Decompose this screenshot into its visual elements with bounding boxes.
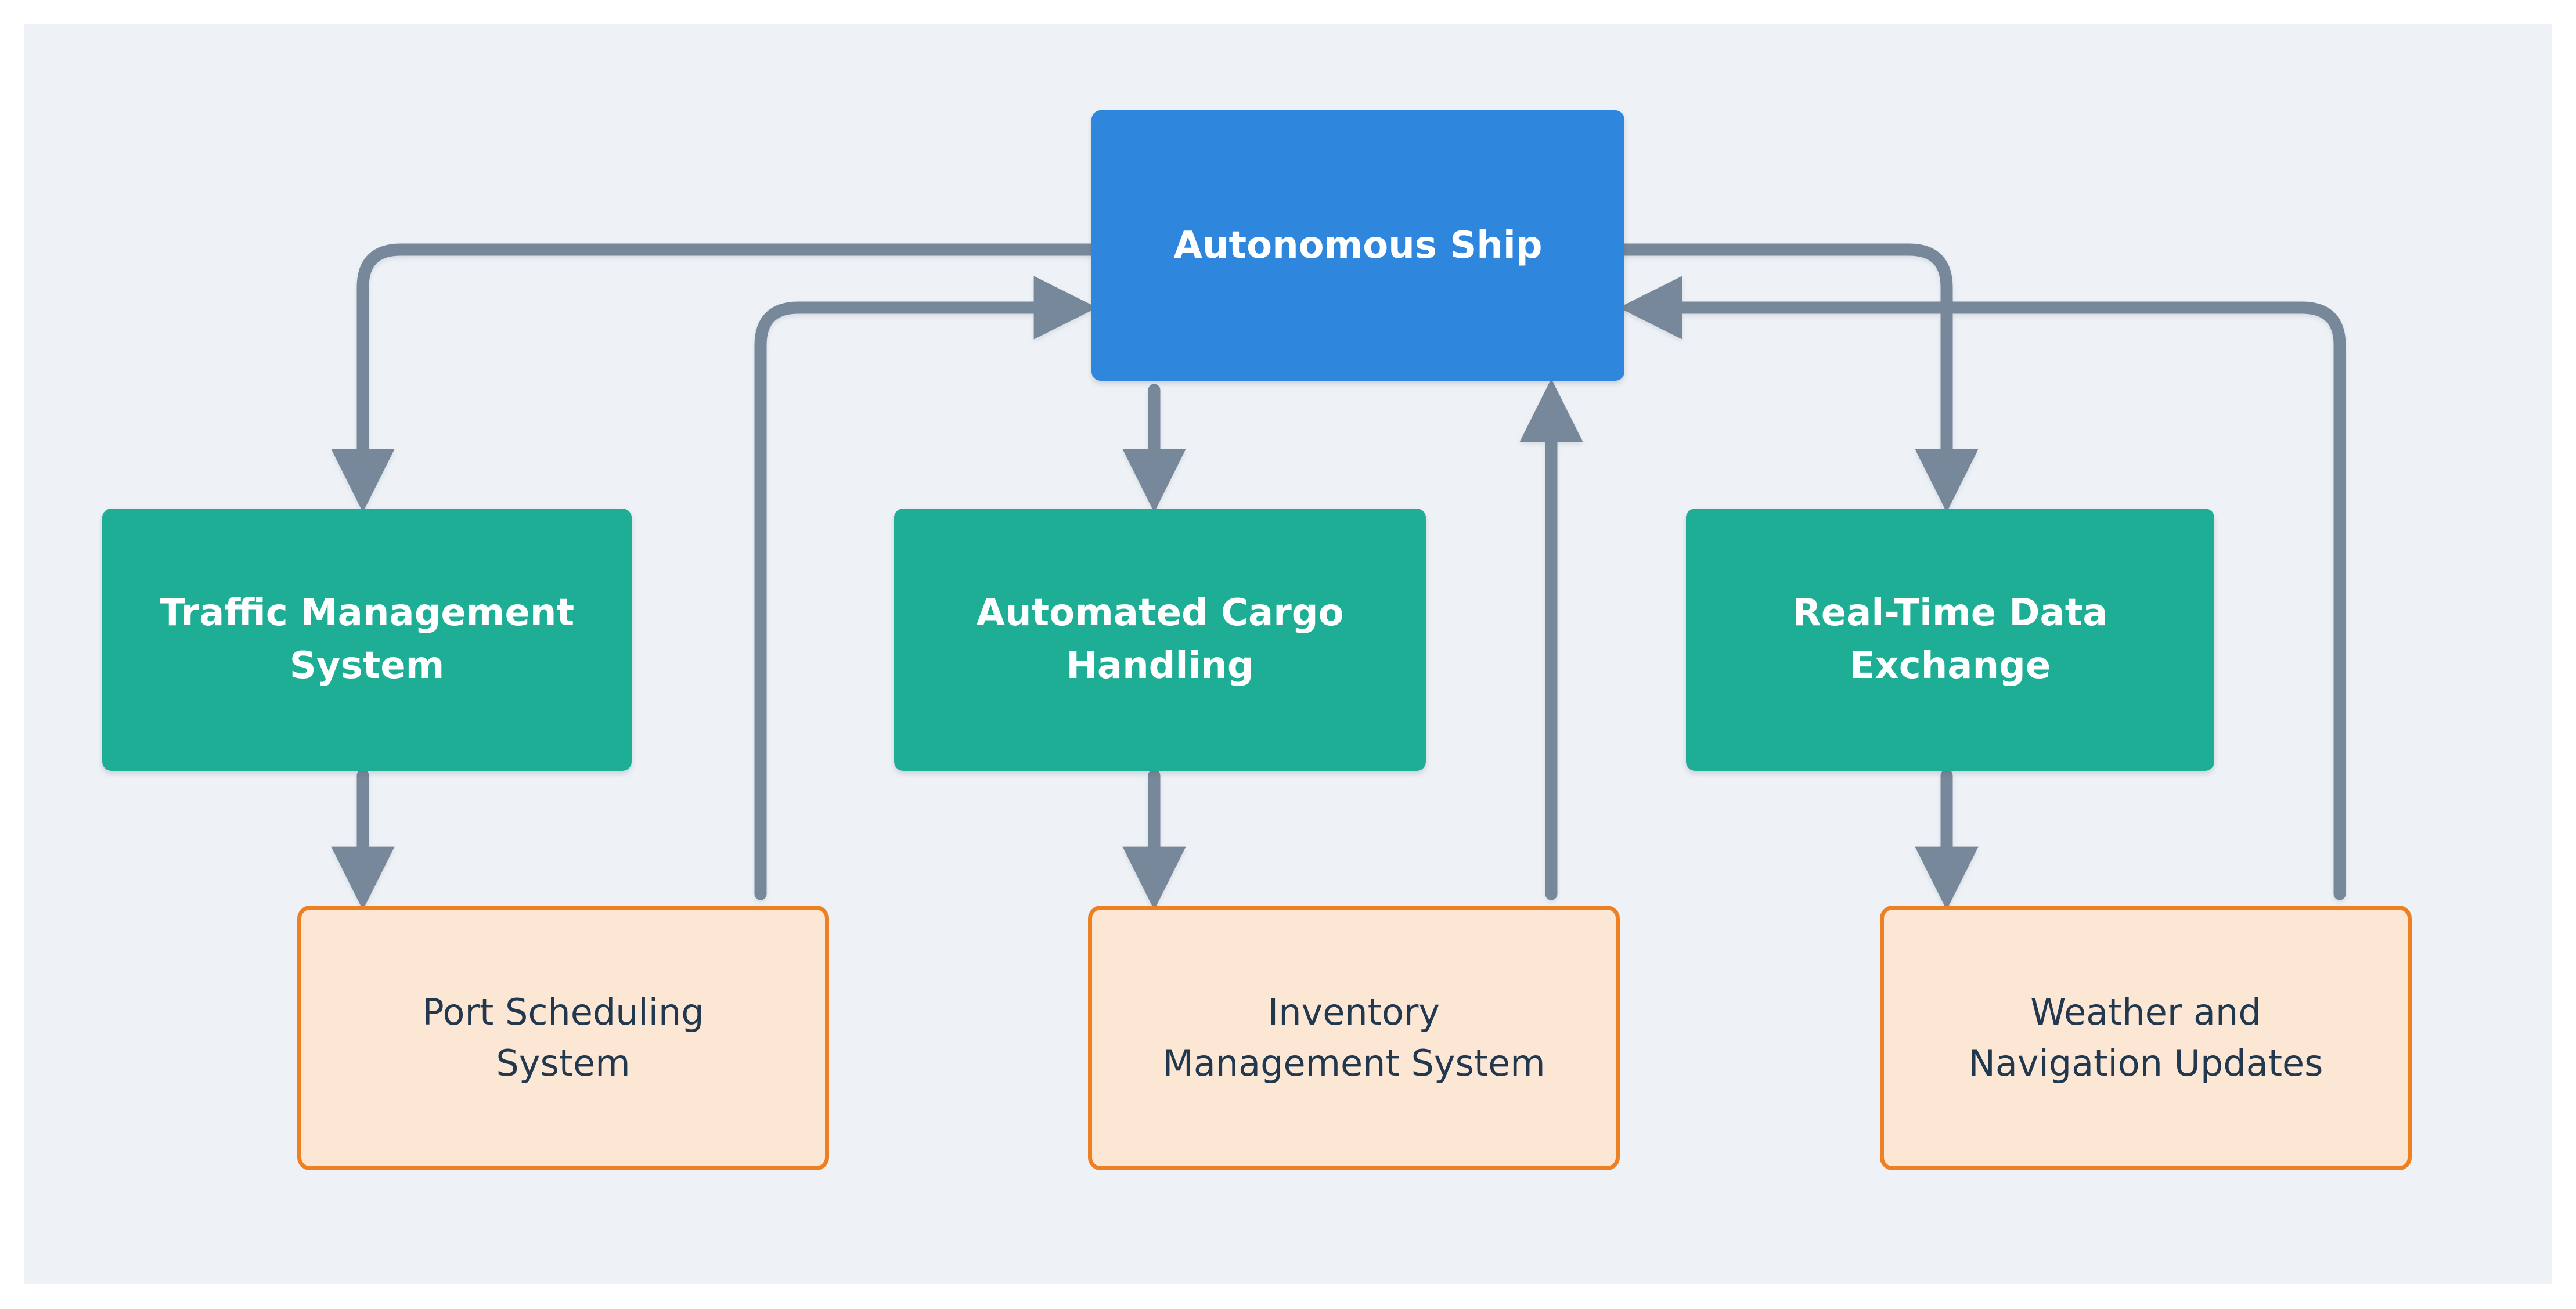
node-traffic-management-system-label: Traffic Management System bbox=[159, 592, 575, 687]
node-real-time-data-exchange[interactable]: Real-Time Data Exchange bbox=[1686, 509, 2214, 771]
node-inventory-management-system-label: Inventory Management System bbox=[1162, 990, 1545, 1084]
node-autonomous-ship-label: Autonomous Ship bbox=[1173, 223, 1543, 267]
node-port-scheduling-system-label: Port Scheduling System bbox=[422, 990, 704, 1084]
node-weather-and-navigation-updates[interactable]: Weather and Navigation Updates bbox=[1880, 906, 2412, 1170]
node-port-scheduling-system[interactable]: Port Scheduling System bbox=[297, 906, 829, 1170]
node-autonomous-ship[interactable]: Autonomous Ship bbox=[1091, 110, 1624, 381]
node-weather-and-navigation-updates-label: Weather and Navigation Updates bbox=[1968, 990, 2323, 1084]
node-real-time-data-exchange-label: Real-Time Data Exchange bbox=[1792, 592, 2108, 687]
node-inventory-management-system[interactable]: Inventory Management System bbox=[1088, 906, 1620, 1170]
node-automated-cargo-handling[interactable]: Automated Cargo Handling bbox=[894, 509, 1426, 771]
node-traffic-management-system[interactable]: Traffic Management System bbox=[102, 509, 632, 771]
node-automated-cargo-handling-label: Automated Cargo Handling bbox=[976, 592, 1344, 687]
